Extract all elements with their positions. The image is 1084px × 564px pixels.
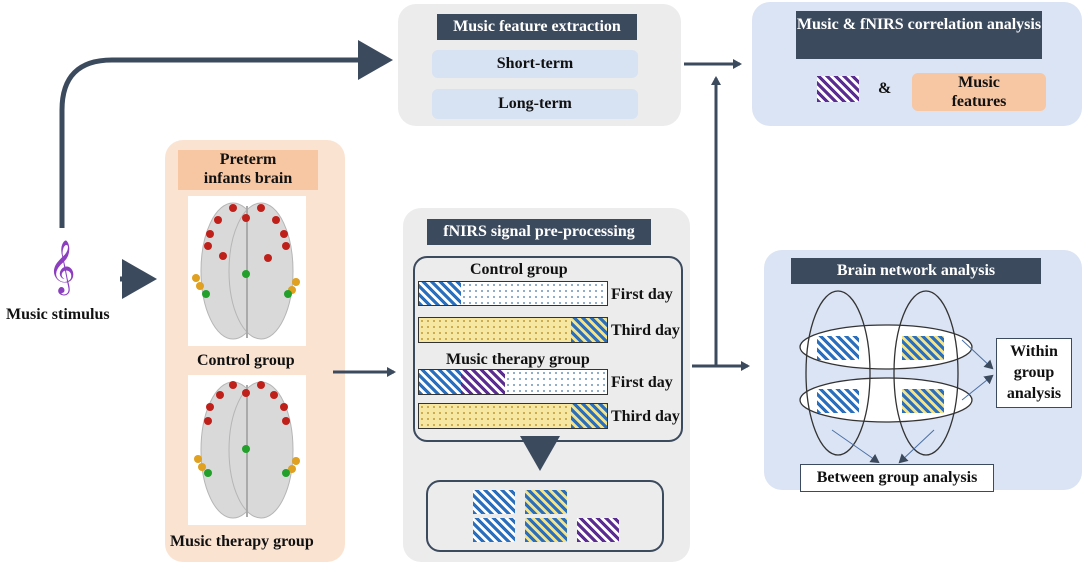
matrix-swatch-2 bbox=[525, 490, 567, 514]
treble-clef-icon: 𝄞 bbox=[48, 239, 76, 293]
arrow-between-2 bbox=[898, 429, 935, 464]
therapy-third-day-label: Third day bbox=[611, 408, 680, 425]
within-group-box: Within group analysis bbox=[996, 338, 1072, 408]
feature-extraction-title: Music feature extraction bbox=[437, 14, 637, 40]
music-stimulus-label: Music stimulus bbox=[6, 306, 110, 323]
therapy-third-day-bar bbox=[418, 403, 608, 429]
between-group-box: Between group analysis bbox=[800, 464, 994, 492]
preprocessing-title: fNIRS signal pre-processing bbox=[427, 219, 651, 245]
correlation-title: Music & fNIRS correlation analysis bbox=[796, 11, 1042, 59]
network-swatch-3 bbox=[817, 389, 859, 413]
control-first-day-bar bbox=[418, 281, 608, 306]
preproc-therapy-group-label: Music therapy group bbox=[446, 351, 590, 368]
brain-image-control bbox=[188, 196, 306, 346]
matrix-frame bbox=[426, 480, 664, 552]
music-therapy-group-label: Music therapy group bbox=[170, 533, 314, 550]
network-swatch-1 bbox=[817, 336, 859, 360]
preproc-control-group-label: Control group bbox=[470, 261, 568, 278]
long-term-item: Long-term bbox=[432, 89, 638, 119]
matrix-swatch-1 bbox=[473, 490, 515, 514]
arrow-between-1 bbox=[831, 429, 880, 464]
therapy-first-day-bar bbox=[418, 369, 608, 395]
fnirs-hatch-swatch bbox=[817, 76, 859, 102]
control-first-day-label: First day bbox=[611, 286, 673, 303]
network-ellipse-left bbox=[805, 290, 871, 456]
ampersand: & bbox=[878, 80, 892, 97]
matrix-swatch-5 bbox=[577, 518, 619, 542]
brain-image-therapy bbox=[188, 375, 306, 525]
therapy-first-day-label: First day bbox=[611, 374, 673, 391]
signal-frame bbox=[413, 256, 683, 442]
control-third-day-bar bbox=[418, 317, 608, 343]
control-third-day-label: Third day bbox=[611, 322, 680, 339]
music-features-box: Music features bbox=[912, 73, 1046, 111]
network-ellipse-right bbox=[893, 290, 959, 456]
arrow-within-1 bbox=[961, 339, 994, 370]
network-swatch-4 bbox=[902, 389, 944, 413]
arrow-stimulus-to-features bbox=[59, 40, 393, 228]
network-title: Brain network analysis bbox=[791, 258, 1041, 284]
matrix-swatch-3 bbox=[473, 518, 515, 542]
brain-panel-title: Preterm infants brain bbox=[178, 150, 318, 190]
control-group-label: Control group bbox=[197, 352, 295, 369]
matrix-swatch-4 bbox=[525, 518, 567, 542]
network-swatch-2 bbox=[902, 336, 944, 360]
short-term-item: Short-term bbox=[432, 50, 638, 78]
arrow-within-2 bbox=[961, 374, 994, 401]
